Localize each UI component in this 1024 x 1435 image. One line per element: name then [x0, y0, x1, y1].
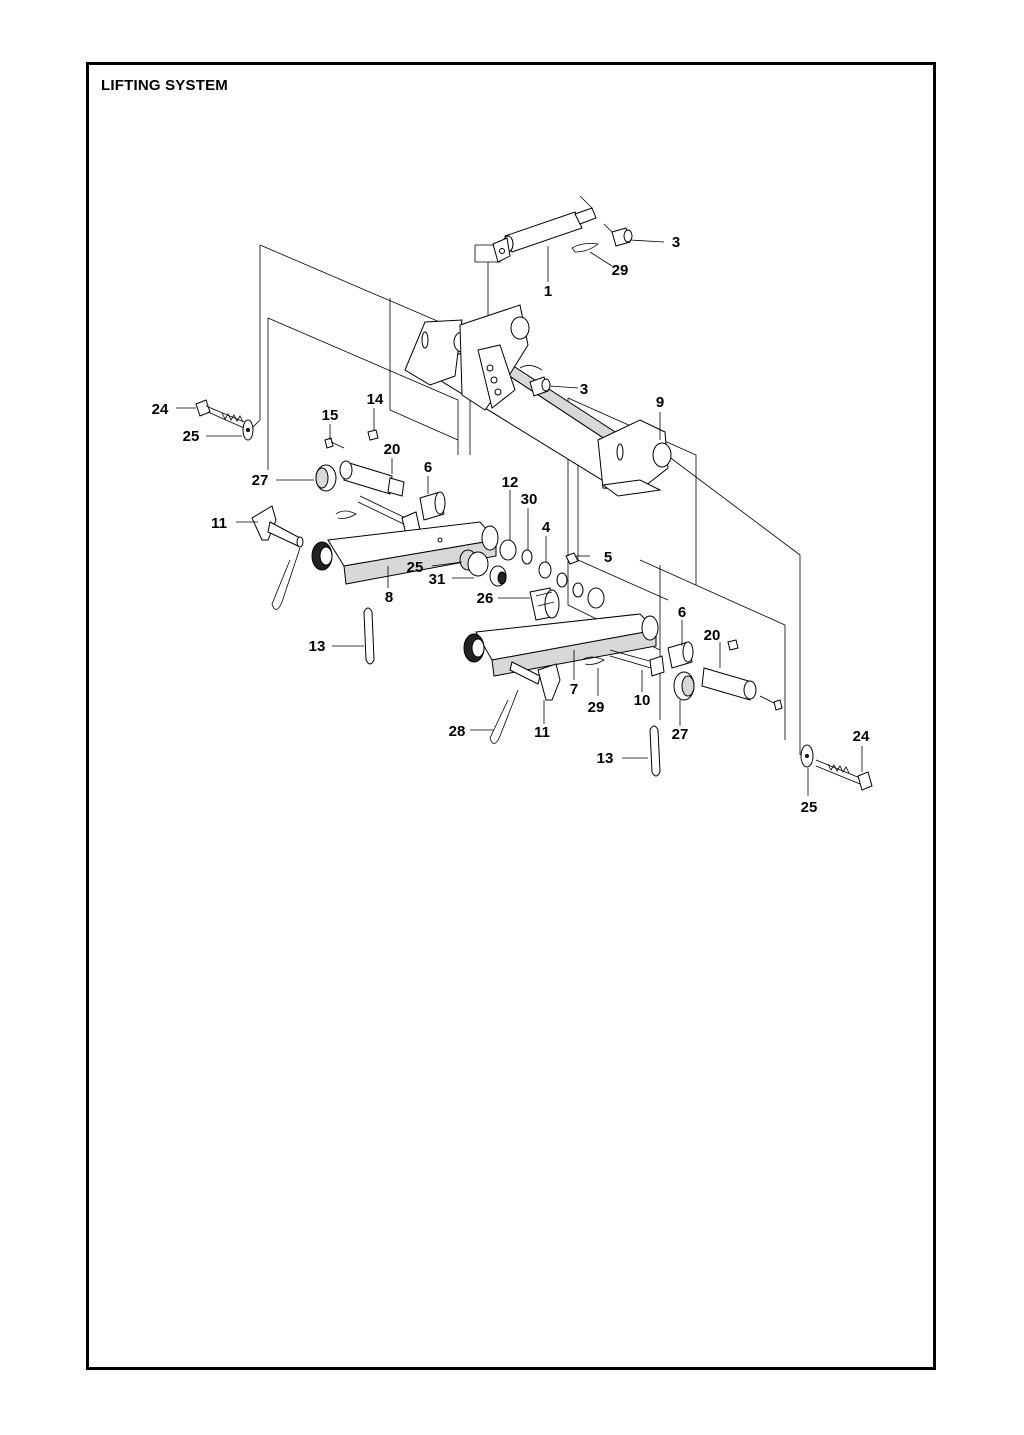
strap-13-right — [649, 725, 661, 777]
bolt-left — [195, 399, 245, 429]
callout-13-right: 13 — [597, 750, 614, 767]
center-washers — [499, 539, 605, 609]
pulley-25-31 — [459, 549, 507, 587]
rod-10-right — [609, 649, 665, 677]
callout-30: 30 — [521, 491, 538, 508]
callout-29-top: 29 — [612, 262, 629, 279]
rod-left — [335, 495, 421, 535]
callout-31: 31 — [429, 571, 446, 588]
callout-leaders — [176, 239, 863, 796]
callout-10: 10 — [634, 692, 651, 709]
bushing-6-right — [667, 641, 694, 669]
callout-9: 9 — [656, 394, 664, 411]
callout-15: 15 — [322, 407, 339, 424]
diagram-frame — [86, 62, 936, 1370]
callout-24-left: 24 — [152, 401, 169, 418]
callout-8: 8 — [385, 589, 393, 606]
shaft-20-right — [701, 639, 783, 711]
handle-11-right — [509, 661, 561, 701]
callout-20-right: 20 — [704, 627, 721, 644]
callout-11-left: 11 — [211, 515, 227, 532]
hairpin-clip-top — [571, 243, 599, 253]
hairpin-clip-28 — [489, 689, 519, 744]
callout-6-left: 6 — [424, 459, 432, 476]
roller-27-right — [673, 671, 695, 701]
callout-11-right: 11 — [534, 724, 550, 741]
callout-13-left: 13 — [309, 638, 326, 655]
clevis-pin-mid — [519, 365, 551, 397]
bolt-right — [815, 759, 873, 791]
callout-25-center: 25 — [407, 559, 424, 576]
callout-29-right: 29 — [588, 699, 605, 716]
nut-14 — [367, 429, 379, 441]
callout-3-mid: 3 — [580, 381, 588, 398]
callout-labels: 1 3 29 3 9 24 25 14 15 20 6 27 11 12 30 … — [152, 234, 870, 816]
callout-7: 7 — [570, 681, 578, 698]
callout-25-right: 25 — [801, 799, 818, 816]
hairpin-clip-left — [271, 547, 301, 610]
callout-26: 26 — [477, 590, 494, 607]
clevis-pin-top — [603, 223, 633, 247]
washer-left — [242, 419, 254, 441]
callout-27-right: 27 — [672, 726, 689, 743]
callout-27-left: 27 — [252, 472, 269, 489]
callout-12: 12 — [502, 474, 519, 491]
callout-5: 5 — [604, 549, 612, 566]
callout-25-left: 25 — [183, 428, 200, 445]
callout-6-right: 6 — [678, 604, 686, 621]
callout-4: 4 — [542, 519, 551, 536]
bolt-15 — [324, 437, 345, 449]
callout-1: 1 — [544, 283, 552, 300]
lift-frame — [404, 304, 672, 497]
lift-arm-7-right — [463, 613, 659, 677]
callout-14: 14 — [367, 391, 384, 408]
roller-27-left — [315, 464, 337, 492]
callout-20-left: 20 — [384, 441, 401, 458]
handle-11-left — [251, 505, 304, 548]
lift-cylinder — [492, 195, 597, 263]
callout-28: 28 — [449, 723, 466, 740]
hairpin-clip-29-right — [581, 656, 605, 665]
washer-right — [800, 744, 814, 768]
strap-13-left — [363, 607, 375, 665]
bearing-26 — [529, 587, 560, 621]
shaft-20-left — [339, 460, 405, 497]
lift-arm-8-left — [311, 521, 499, 585]
callout-3-top: 3 — [672, 234, 680, 251]
page-title: LIFTING SYSTEM — [101, 77, 228, 94]
bushing-6-left — [419, 491, 446, 521]
callout-24-right: 24 — [853, 728, 870, 745]
